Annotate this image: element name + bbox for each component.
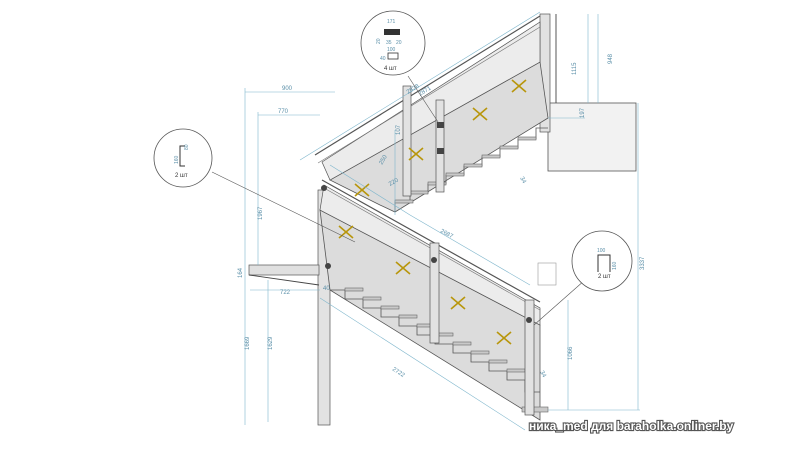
dim-1967: 1967 xyxy=(258,206,264,220)
lower-step xyxy=(452,341,472,346)
callout-top-dim-171: 171 xyxy=(387,19,396,25)
upper-step xyxy=(499,145,519,150)
bolt-marker xyxy=(321,185,327,191)
dim-40: 40 xyxy=(323,286,330,292)
cross-icon xyxy=(354,183,370,197)
lower-step xyxy=(380,305,400,310)
lower-handrail xyxy=(321,179,541,303)
upper-bracket xyxy=(437,148,444,154)
callout-right-dim-100: 100 xyxy=(597,248,606,254)
callout-left-dim-80: 80 xyxy=(184,144,190,150)
upper-step xyxy=(394,199,414,204)
callout-right-dim-160: 160 xyxy=(612,261,618,270)
dim-34-lower: 34 xyxy=(538,370,547,379)
callout-right: 100 160 2 шт xyxy=(571,230,633,292)
callout-left: 80 160 2 шт xyxy=(153,128,213,188)
callout-top-dim-35: 35 xyxy=(386,40,392,46)
dim-197: 197 xyxy=(580,107,586,118)
cross-markers xyxy=(338,79,527,345)
cross-icon xyxy=(472,107,488,121)
upper-handrail-inner xyxy=(317,26,541,164)
bottom-step xyxy=(521,406,549,413)
cross-icon xyxy=(395,261,411,275)
dim-164: 164 xyxy=(238,267,244,278)
upper-bracket xyxy=(437,122,444,128)
upper-step xyxy=(481,154,501,159)
dimension-lines xyxy=(244,11,640,431)
callout-leader-top xyxy=(407,75,441,126)
lower-step xyxy=(470,350,490,355)
callout-leader-right xyxy=(533,279,586,326)
bolt-marker xyxy=(526,317,532,323)
cross-icon xyxy=(511,79,527,93)
callout-left-dim-160: 160 xyxy=(174,155,180,164)
callout-top: 171 20 35 20 100 40 4 шт xyxy=(360,10,426,76)
bolt-marker xyxy=(325,263,331,269)
dim-948: 948 xyxy=(608,53,614,64)
cross-icon xyxy=(408,147,424,161)
watermark-text: ника_med для baraholka.onliner.by xyxy=(529,419,734,433)
upper-baluster-post xyxy=(402,85,412,197)
callout-top-qty: 4 шт xyxy=(384,66,397,72)
dim-770: 770 xyxy=(278,109,289,115)
cross-icon xyxy=(496,331,512,345)
dim-2722: 2722 xyxy=(391,367,406,380)
dim-900: 900 xyxy=(282,86,293,92)
callout-top-dim-20a: 20 xyxy=(376,38,382,44)
callout-top-dim-20b: 20 xyxy=(396,40,402,46)
left-landing-shadow xyxy=(248,274,320,286)
callout-top-dim-40: 40 xyxy=(380,56,386,62)
lower-step xyxy=(398,314,418,319)
dim-1629: 1629 xyxy=(268,336,274,350)
dim-1669: 1669 xyxy=(245,336,251,350)
dim-220: 220 xyxy=(388,177,400,188)
dim-1066: 1066 xyxy=(568,346,574,360)
upper-step xyxy=(517,136,537,141)
dim-2687: 2687 xyxy=(439,228,454,240)
bolt-marker xyxy=(431,257,437,263)
callout-right-qty: 2 шт xyxy=(598,274,611,280)
left-landing-ledge xyxy=(248,264,320,276)
upper-handrail xyxy=(314,15,541,156)
upper-baluster-post xyxy=(435,99,445,193)
landing-block xyxy=(547,102,637,172)
lower-step xyxy=(362,296,382,301)
upper-step xyxy=(463,163,483,168)
callout-left-qty: 2 шт xyxy=(175,173,188,179)
dim-107: 107 xyxy=(396,124,402,135)
lower-baluster-post xyxy=(429,242,440,344)
dim-3337: 3337 xyxy=(640,256,646,270)
dim-250: 250 xyxy=(379,154,390,166)
dim-34-upper: 34 xyxy=(518,176,527,185)
lower-step xyxy=(506,368,526,373)
upper-flight-guard-panel xyxy=(321,21,541,181)
cross-icon xyxy=(338,225,354,239)
upper-step xyxy=(409,190,429,195)
callout-top-dim-100: 100 xyxy=(387,47,396,53)
lower-baluster-post xyxy=(524,299,535,416)
cross-icon xyxy=(450,296,466,310)
lower-step xyxy=(488,359,508,364)
dim-1115: 1115 xyxy=(572,62,578,75)
upper-step xyxy=(445,172,465,177)
lower-step xyxy=(344,287,364,292)
wall-outlet-box xyxy=(537,262,557,286)
dim-722: 722 xyxy=(280,290,291,296)
callout-leader-left xyxy=(211,171,356,243)
